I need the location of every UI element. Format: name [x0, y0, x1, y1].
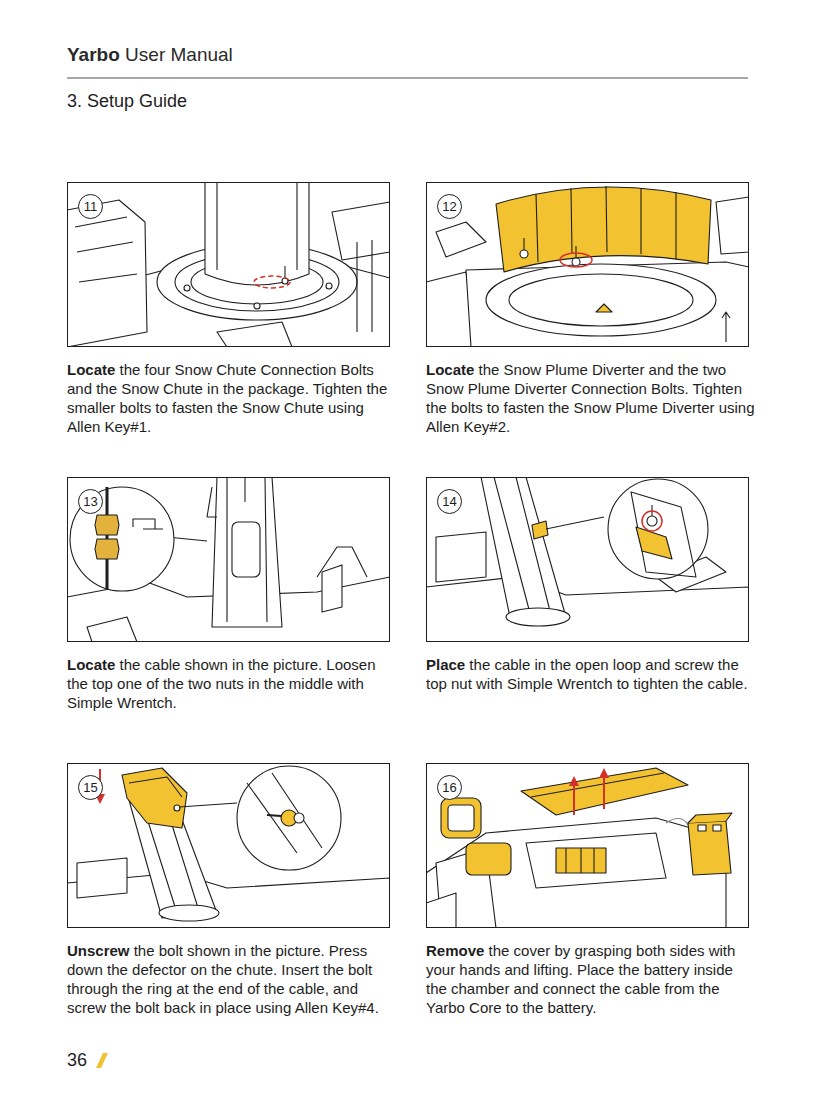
step-instruction: Place the cable in the open loop and scr…: [426, 655, 756, 693]
callout-number: 14: [442, 494, 456, 509]
bold-word: Remove: [426, 942, 484, 959]
callout-number: 15: [83, 780, 97, 795]
page-header: Yarbo User Manual: [67, 44, 233, 66]
step-number-circle: 13: [78, 489, 103, 514]
bold-word: Place: [426, 656, 465, 673]
page-number: 36: [67, 1050, 87, 1071]
step-panel: Locate the cable shown in the picture. L…: [67, 477, 390, 642]
step-number-circle: 14: [437, 489, 462, 514]
bold-word: Locate: [67, 361, 115, 378]
step-number-circle: 15: [78, 775, 103, 800]
step-instruction: Unscrew the bolt shown in the picture. P…: [67, 941, 397, 1017]
step-instruction: Locate the four Snow Chute Connection Bo…: [67, 360, 397, 436]
step-panel: Locate the Snow Plume Diverter and the t…: [426, 182, 749, 347]
callout-number: 16: [442, 780, 456, 795]
step-number-circle: 11: [78, 194, 103, 219]
step-panel: Remove the cover by grasping both sides …: [426, 763, 749, 928]
callout-number: 12: [442, 199, 456, 214]
bold-word: Unscrew: [67, 942, 130, 959]
bold-word: Yarbo: [67, 44, 120, 65]
step-number-circle: 12: [437, 194, 462, 219]
callout-number: 13: [83, 494, 97, 509]
step-panel: Locate the four Snow Chute Connection Bo…: [67, 182, 390, 347]
step-number-circle: 16: [437, 775, 462, 800]
step-instruction: Remove the cover by grasping both sides …: [426, 941, 756, 1017]
section-heading: 3. Setup Guide: [67, 91, 187, 112]
step-instruction: Locate the Snow Plume Diverter and the t…: [426, 360, 756, 436]
bold-word: Locate: [426, 361, 474, 378]
step-panel: Place the cable in the open loop and scr…: [426, 477, 749, 642]
step-panel: Unscrew the bolt shown in the picture. P…: [67, 763, 390, 928]
bold-word: Locate: [67, 656, 115, 673]
callout-number: 11: [84, 199, 98, 214]
step-instruction: Locate the cable shown in the picture. L…: [67, 655, 397, 712]
